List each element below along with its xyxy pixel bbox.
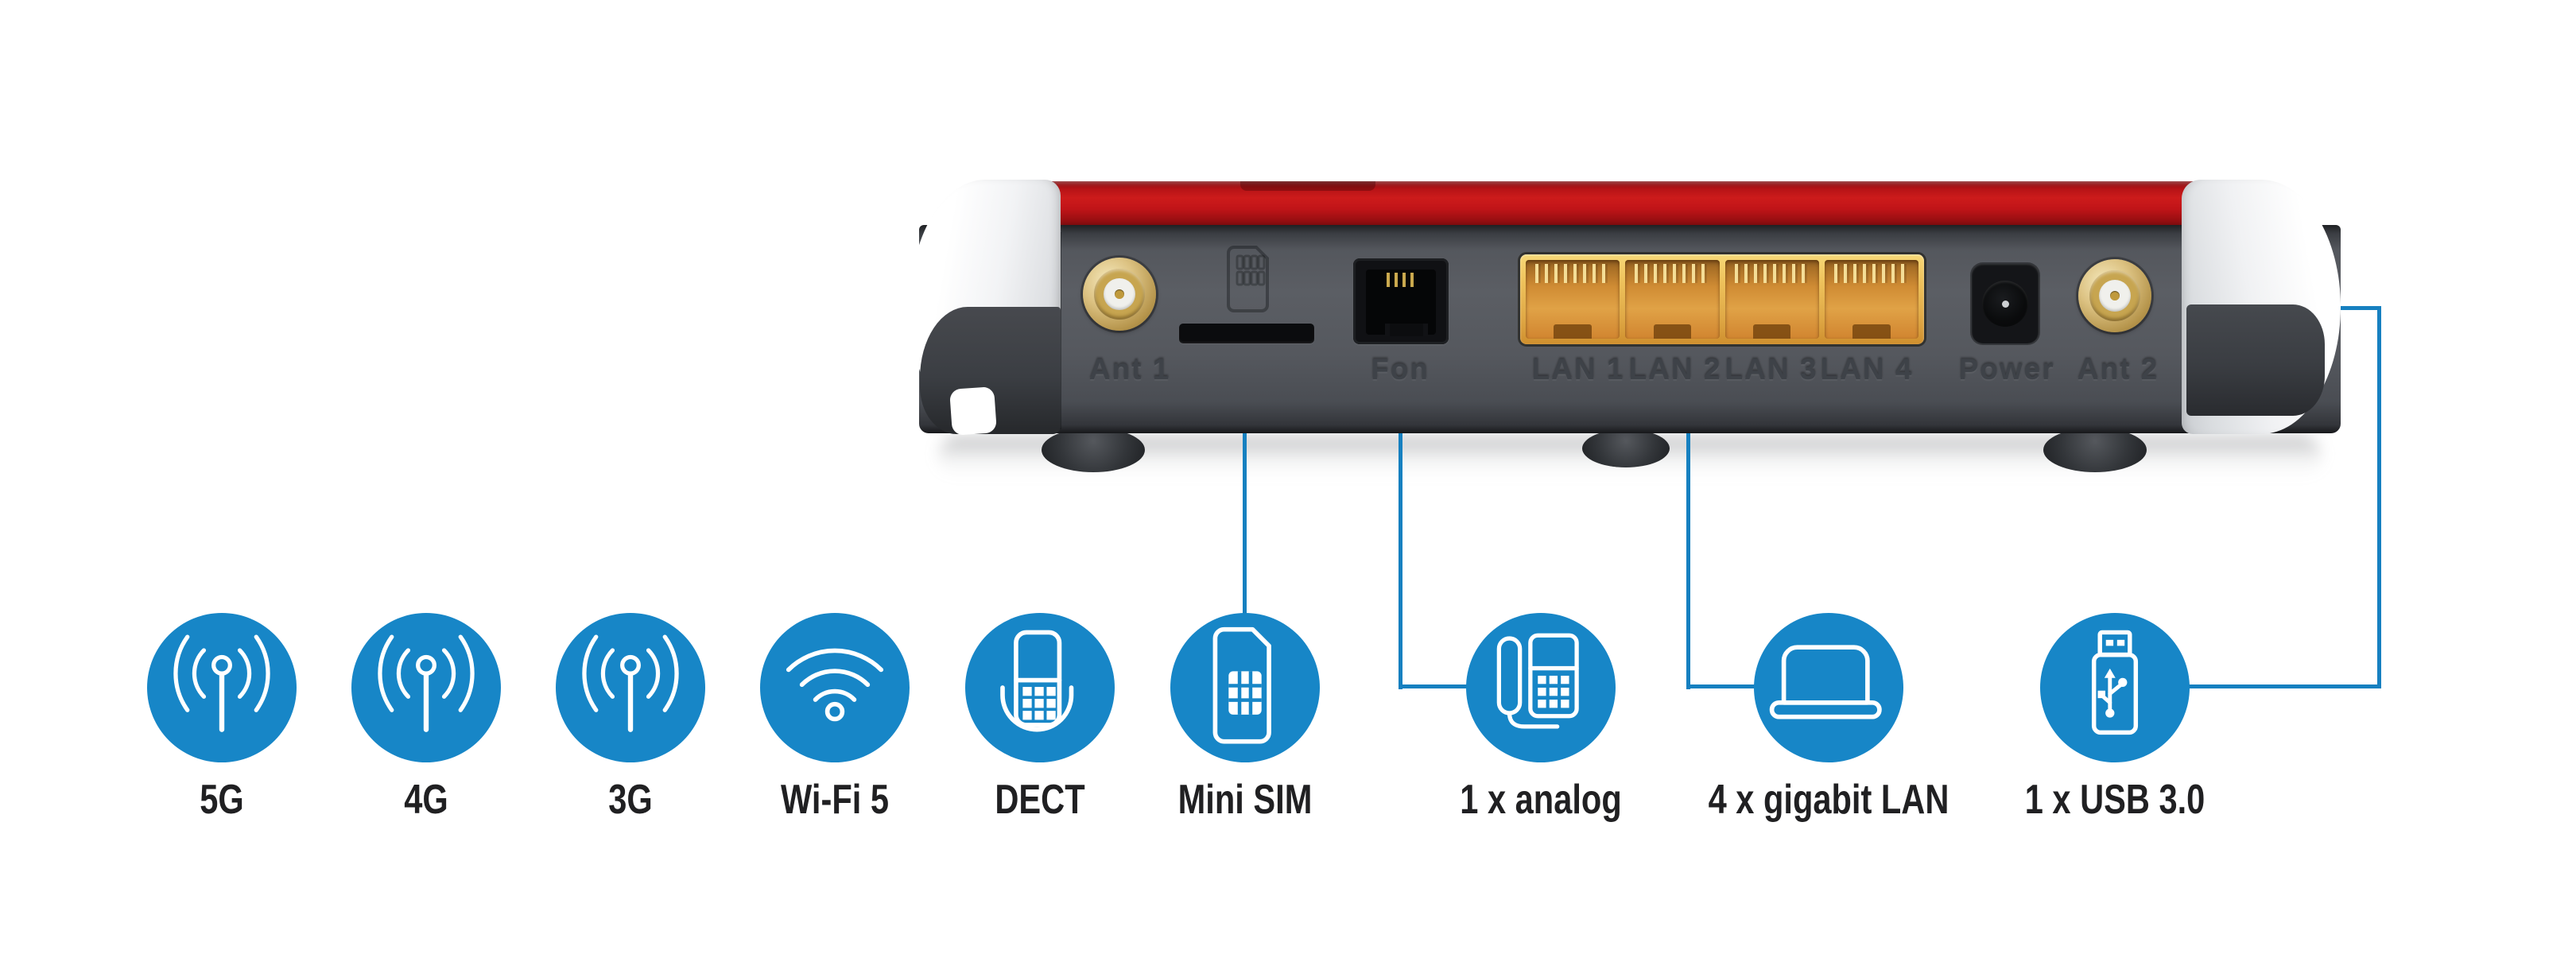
- feature-label: 1 x USB 3.0: [2024, 777, 2206, 823]
- callout-line-analog-horizontal: [1399, 684, 1470, 688]
- feature-label: 4 x gigabit LAN: [1708, 777, 1949, 823]
- lan-port-pins: [1734, 264, 1810, 283]
- router-foot: [2043, 428, 2147, 472]
- callout-line-lan-vertical: [1686, 432, 1690, 689]
- router-red-top-panel: [995, 181, 2226, 227]
- feature-gigabit-lan: 4 x gigabit LAN: [1670, 613, 1988, 824]
- port-label-lan-4: LAN 4: [1820, 353, 1914, 386]
- port-label-ant-1: Ant 1: [1088, 353, 1171, 386]
- feature-5g: 5G: [63, 613, 381, 824]
- feature-analog: 1 x analog: [1382, 613, 1700, 824]
- fon-port-pins: [1387, 273, 1417, 287]
- feature-label: 3G: [608, 777, 653, 823]
- antenna-signal-icon: [147, 613, 297, 762]
- callout-line-analog-vertical: [1399, 432, 1402, 689]
- fon-port: [1353, 258, 1449, 344]
- feature-label: DECT: [995, 777, 1085, 823]
- lan4-port: [1824, 260, 1918, 339]
- lan-port-pins: [1535, 264, 1611, 283]
- fon-port-latch: [1385, 324, 1428, 336]
- feature-wifi-5: Wi-Fi 5: [676, 613, 994, 824]
- router-red-top-vent: [1240, 181, 1375, 191]
- callout-line-usb-top: [2336, 306, 2381, 310]
- lan-port-block: [1520, 254, 1924, 344]
- port-label-lan-3: LAN 3: [1724, 353, 1818, 386]
- ant1-antenna-connector: [1083, 258, 1156, 331]
- feature-dect: DECT: [881, 613, 1199, 824]
- lan2-port: [1625, 260, 1720, 339]
- lan-port-tab: [1852, 324, 1891, 339]
- port-label-fon: Fon: [1371, 353, 1430, 386]
- router-foot: [1042, 428, 1145, 472]
- lan-port-pins: [1635, 264, 1710, 283]
- sma-pin: [1115, 289, 1124, 299]
- lan-port-tab: [1554, 324, 1592, 339]
- router-right-side-panel: [2186, 304, 2325, 416]
- feature-label: 1 x analog: [1460, 777, 1622, 823]
- usb-stick-icon: [2040, 613, 2190, 762]
- feature-label: Mini SIM: [1177, 777, 1313, 823]
- power-glint: [2002, 301, 2009, 308]
- router-foot: [1582, 429, 1670, 467]
- mini-sim-slot: [1179, 324, 1314, 343]
- antenna-signal-icon: [556, 613, 705, 762]
- sma-pin: [2110, 291, 2120, 301]
- callout-line-usb-vertical: [2377, 306, 2381, 688]
- lan-port-tab: [1752, 324, 1791, 339]
- laptop-icon: [1754, 613, 1903, 762]
- sim-card-emboss-icon: [1226, 245, 1272, 317]
- ant2-antenna-connector: [2078, 259, 2151, 332]
- wifi-icon: [760, 613, 910, 762]
- lan-port-tab: [1653, 324, 1692, 339]
- antenna-signal-icon: [351, 613, 501, 762]
- feature-usb: 1 x USB 3.0: [1956, 613, 2274, 824]
- port-label-lan-2: LAN 2: [1628, 353, 1722, 386]
- feature-mini-sim: Mini SIM: [1086, 613, 1404, 824]
- power-jack: [1972, 264, 2039, 343]
- feature-label: 4G: [404, 777, 448, 823]
- lan1-port: [1526, 260, 1620, 339]
- lan3-port: [1724, 260, 1819, 339]
- sim-card-icon: [1170, 613, 1320, 762]
- lan-port-pins: [1833, 264, 1909, 283]
- callout-line-mini-sim: [1243, 432, 1247, 616]
- feature-label: 5G: [200, 777, 244, 823]
- cordless-phone-icon: [965, 613, 1115, 762]
- feature-label: Wi-Fi 5: [781, 777, 889, 823]
- router-left-notch: [949, 386, 997, 436]
- port-label-power: Power: [1958, 353, 2055, 386]
- desk-phone-icon: [1466, 613, 1616, 762]
- port-label-ant-2: Ant 2: [2077, 353, 2159, 386]
- callout-line-lan-horizontal: [1686, 684, 1759, 688]
- feature-4g: 4G: [267, 613, 585, 824]
- feature-3g: 3G: [471, 613, 789, 824]
- port-label-lan-1: LAN 1: [1531, 353, 1625, 386]
- callout-line-usb-bottom: [2188, 684, 2381, 688]
